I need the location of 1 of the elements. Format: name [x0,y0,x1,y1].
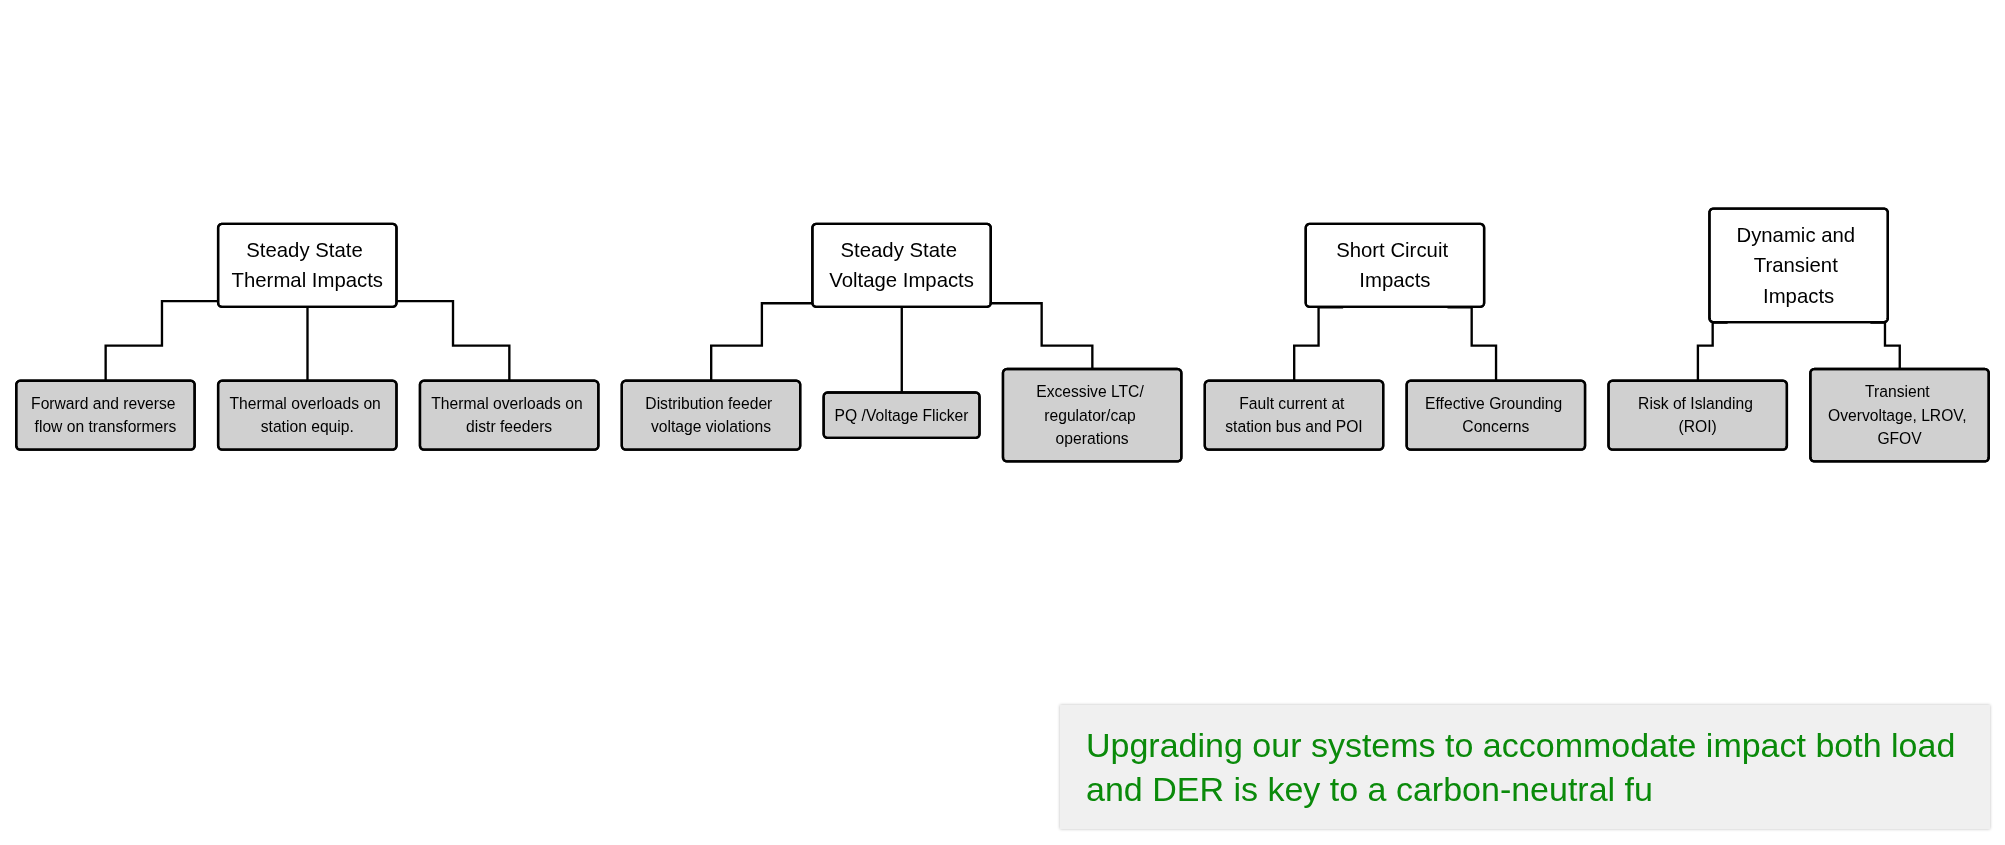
note-text: Upgrading our systems to accommodate impact both load and DER is key to a carbon-neutral fu [1060,705,1990,830]
